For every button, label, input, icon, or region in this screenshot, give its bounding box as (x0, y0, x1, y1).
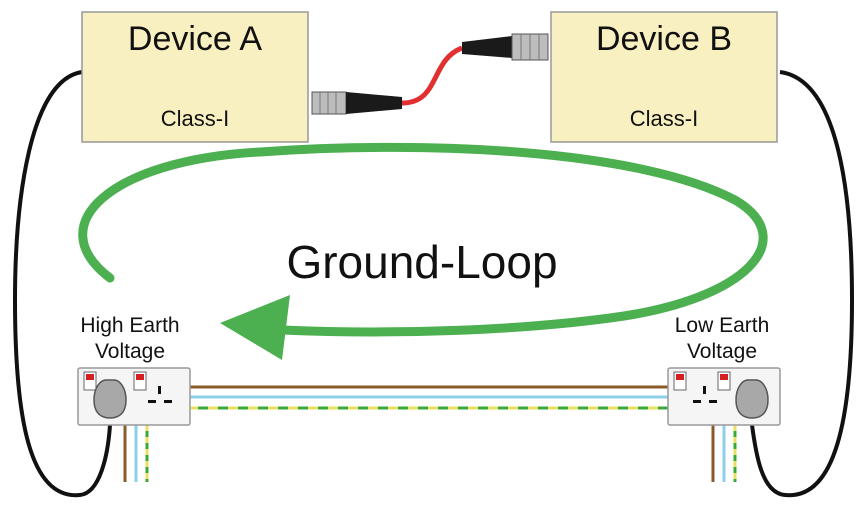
right-socket-wire-drops (711, 425, 737, 482)
right-plug-icon (735, 379, 769, 419)
xlr-red-cable (401, 45, 464, 106)
device-b-power-cord (750, 70, 855, 498)
left-socket-label-line2: Voltage (95, 340, 165, 363)
xlr-connector-left-icon (311, 91, 402, 115)
ground-loop-label: Ground-Loop (286, 236, 557, 288)
right-socket-label-line1: Low Earth (675, 314, 770, 337)
left-plug-icon (93, 379, 127, 419)
right-wall-socket (667, 367, 781, 426)
left-wall-socket (77, 367, 191, 426)
left-socket-wire-drops (123, 425, 149, 482)
left-socket-holes-icon (148, 386, 172, 403)
ground-loop-arrowhead-icon (220, 295, 290, 360)
device-b-title: Device B (596, 20, 732, 58)
device-a-title: Device A (128, 20, 262, 58)
device-a-class-label: Class-I (161, 106, 229, 131)
device-b: Device B Class-I (550, 11, 778, 143)
device-a-box (81, 11, 309, 143)
xlr-cable (311, 33, 549, 115)
right-socket-holes-icon (693, 386, 717, 403)
left-socket-label-line1: High Earth (80, 314, 179, 337)
ground-loop-arrow (78, 142, 768, 360)
ground-loop-curve (78, 142, 768, 337)
device-b-class-label: Class-I (630, 106, 698, 131)
device-b-box (550, 11, 778, 143)
device-a-power-cord (12, 70, 112, 498)
right-socket-label-line2: Voltage (687, 340, 757, 363)
device-a: Device A Class-I (81, 11, 309, 143)
xlr-connector-right-icon (462, 33, 549, 61)
